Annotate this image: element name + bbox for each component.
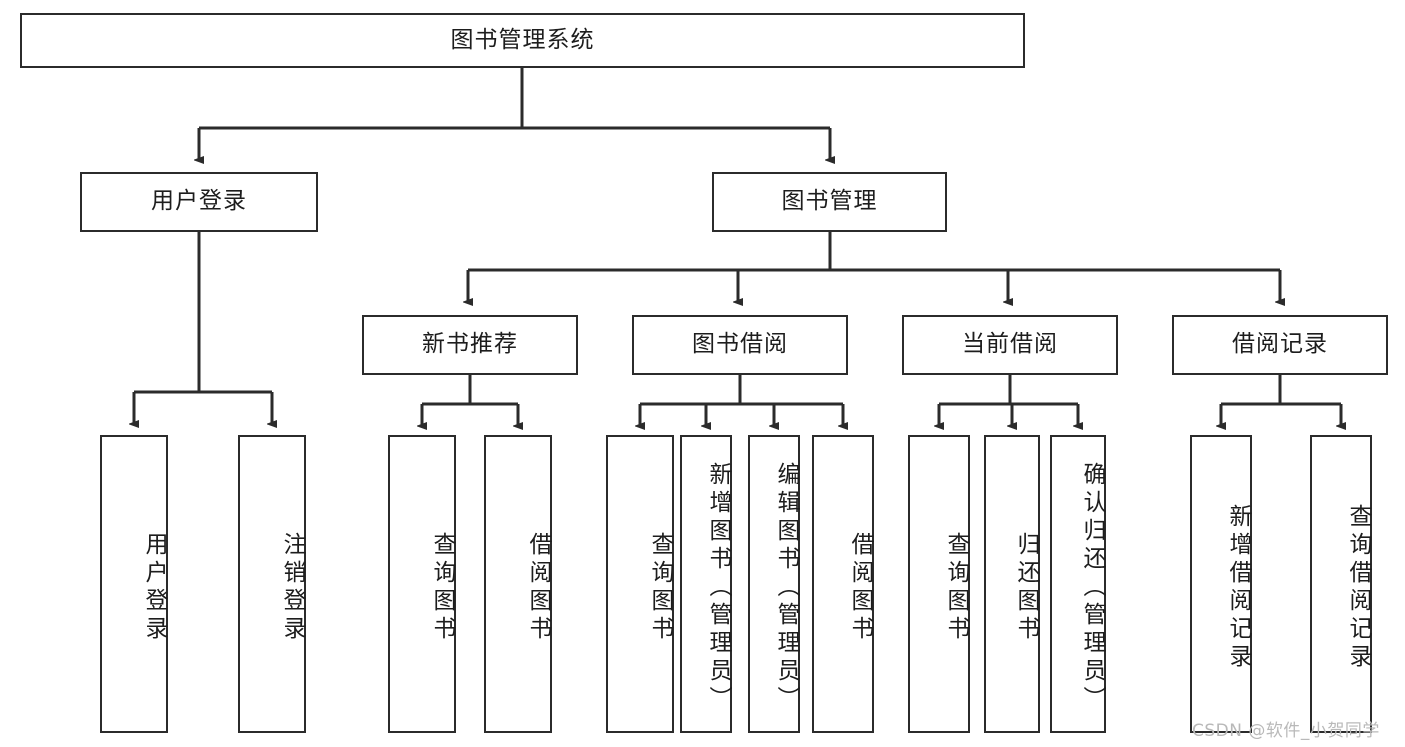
node-new-book-recommend-label: 新书推荐 [422, 331, 518, 358]
leaf-add-book-admin-label: 新增图书（管理员） [705, 462, 731, 714]
leaf-confirm-return-admin[interactable]: 确认归还（管理员） [1050, 435, 1106, 733]
leaf-query-book-recommend-label: 查询图书 [429, 532, 455, 644]
node-new-book-recommend[interactable]: 新书推荐 [362, 315, 578, 375]
csdn-watermark: CSDN @软件_小贺同学 [1192, 721, 1380, 741]
node-root-label: 图书管理系统 [450, 26, 595, 53]
leaf-confirm-return-admin-label: 确认归还（管理员） [1079, 462, 1105, 714]
leaf-add-borrow-record-label: 新增借阅记录 [1225, 504, 1251, 672]
leaf-query-book-borrow-label: 查询图书 [647, 532, 673, 644]
leaf-edit-book-admin[interactable]: 编辑图书（管理员） [748, 435, 800, 733]
node-book-manage-label: 图书管理 [781, 188, 878, 215]
leaf-borrow-book-recommend-label: 借阅图书 [525, 532, 551, 644]
node-user-login[interactable]: 用户登录 [80, 172, 318, 232]
node-root[interactable]: 图书管理系统 [20, 13, 1025, 68]
leaf-query-borrow-record[interactable]: 查询借阅记录 [1310, 435, 1372, 733]
node-current-borrow-label: 当前借阅 [962, 331, 1058, 358]
leaf-query-book-borrow[interactable]: 查询图书 [606, 435, 674, 733]
leaf-user-login[interactable]: 用户登录 [100, 435, 168, 733]
leaf-query-book-current-label: 查询图书 [943, 532, 969, 644]
leaf-borrow-book-borrow-label: 借阅图书 [847, 532, 873, 644]
leaf-query-book-recommend[interactable]: 查询图书 [388, 435, 456, 733]
node-book-borrow[interactable]: 图书借阅 [632, 315, 848, 375]
leaf-borrow-book-recommend[interactable]: 借阅图书 [484, 435, 552, 733]
leaf-edit-book-admin-label: 编辑图书（管理员） [773, 462, 799, 714]
node-current-borrow[interactable]: 当前借阅 [902, 315, 1118, 375]
leaf-user-login-label: 用户登录 [141, 532, 167, 644]
leaf-query-book-current[interactable]: 查询图书 [908, 435, 970, 733]
leaf-add-borrow-record[interactable]: 新增借阅记录 [1190, 435, 1252, 733]
node-borrow-record-label: 借阅记录 [1232, 331, 1328, 358]
node-borrow-record[interactable]: 借阅记录 [1172, 315, 1388, 375]
node-book-borrow-label: 图书借阅 [692, 331, 788, 358]
node-user-login-label: 用户登录 [151, 188, 247, 215]
leaf-user-logout[interactable]: 注销登录 [238, 435, 306, 733]
leaf-add-book-admin[interactable]: 新增图书（管理员） [680, 435, 732, 733]
node-book-manage[interactable]: 图书管理 [712, 172, 947, 232]
leaf-query-borrow-record-label: 查询借阅记录 [1345, 504, 1371, 672]
leaf-return-book[interactable]: 归还图书 [984, 435, 1040, 733]
leaf-return-book-label: 归还图书 [1013, 532, 1039, 644]
leaf-user-logout-label: 注销登录 [279, 532, 305, 644]
leaf-borrow-book-borrow[interactable]: 借阅图书 [812, 435, 874, 733]
